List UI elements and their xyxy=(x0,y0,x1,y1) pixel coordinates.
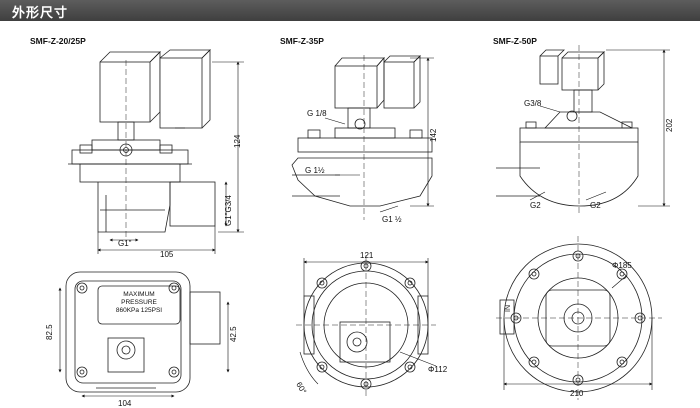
pilot-port-smf-z-50p: G3/8 xyxy=(524,99,542,108)
dim-height-smf-z-35p: 142 xyxy=(429,128,438,142)
section-header-bar: 外形尺寸 xyxy=(0,0,700,21)
port-vertical-smf-z-20-25p: G1"G3/4 xyxy=(224,195,233,226)
dim-diameter-smf-z-50p: Φ185 xyxy=(612,261,632,270)
inlet-mark-smf-z-50p: IN xyxy=(505,305,512,312)
top-view-dimensions-smf-z-50p xyxy=(503,275,653,390)
top-view-smf-z-35p xyxy=(296,255,436,398)
section-title: 外形尺寸 xyxy=(12,6,69,21)
port-bottom-smf-z-20-25p: G1" xyxy=(118,239,132,248)
nameplate-line-3: 860KPa 125PSI xyxy=(116,307,162,314)
pilot-port-smf-z-35p: G 1/8 xyxy=(307,109,327,118)
side-view-smf-z-20-25p xyxy=(68,49,216,240)
dim-width-smf-z-50p: 210 xyxy=(570,389,584,398)
nameplate-line-2: PRESSURE xyxy=(121,299,157,306)
dim-bottom-smf-z-20-25p: 104 xyxy=(118,399,132,408)
port-right-smf-z-50p: G2 xyxy=(590,201,601,210)
nameplate-line-1: MAXIMUM xyxy=(123,291,154,298)
top-view-dimensions-smf-z-20-25p xyxy=(58,287,230,398)
dim-diameter-smf-z-35p: Φ112 xyxy=(428,365,448,374)
side-view-smf-z-35p xyxy=(291,55,433,220)
side-view-dimensions-smf-z-20-25p xyxy=(97,61,244,254)
technical-drawings: 124 105 G1"G3/4 G1" MAXIMUM PRESSURE 860… xyxy=(45,45,674,408)
side-view-dimensions-smf-z-50p xyxy=(529,49,670,207)
outlet-port-smf-z-35p: G1 ½ xyxy=(382,215,402,224)
dim-height-smf-z-20-25p: 124 xyxy=(233,134,242,148)
port-left-smf-z-50p: G2 xyxy=(530,201,541,210)
model-label-smf-z-50p: SMF-Z-50P xyxy=(493,36,537,46)
side-view-smf-z-50p xyxy=(496,45,639,215)
dim-right-smf-z-20-25p: 42.5 xyxy=(229,326,238,342)
inlet-port-smf-z-35p: G 1½ xyxy=(305,166,325,175)
dim-height-smf-z-50p: 202 xyxy=(665,118,674,132)
top-view-dimensions-smf-z-35p xyxy=(299,258,437,385)
model-label-smf-z-35p: SMF-Z-35P xyxy=(280,36,324,46)
top-view-smf-z-20-25p xyxy=(65,271,221,393)
dim-width-smf-z-35p: 121 xyxy=(360,251,374,260)
top-view-smf-z-50p xyxy=(496,236,662,400)
dim-left-smf-z-20-25p: 82.5 xyxy=(45,324,54,340)
dim-angle-smf-z-35p: 60° xyxy=(294,381,308,396)
side-view-dimensions-smf-z-35p xyxy=(324,57,434,213)
model-label-smf-z-20-25p: SMF-Z-20/25P xyxy=(30,36,86,46)
dim-width-smf-z-20-25p: 105 xyxy=(160,250,174,259)
